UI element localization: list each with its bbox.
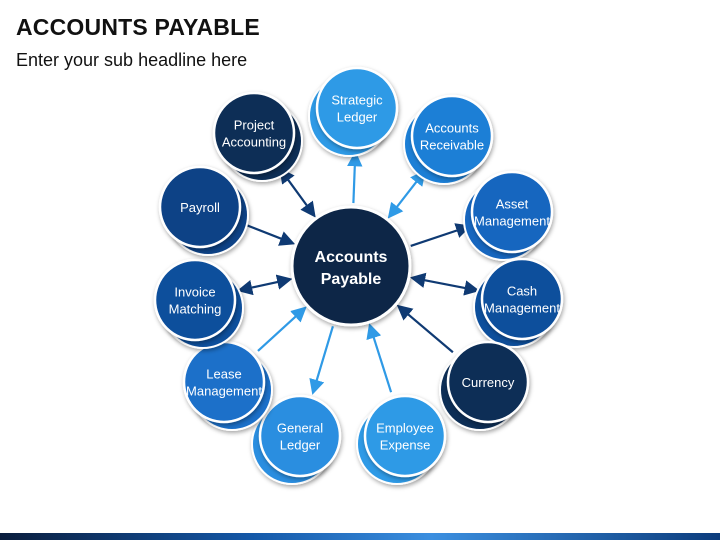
- node-general-ledger-circle: [258, 394, 342, 478]
- node-accounts-receivable-circle: [410, 94, 494, 178]
- node-invoice-matching-label-line-2: Matching: [169, 302, 222, 317]
- node-accounts-receivable-label-line-1: Accounts: [425, 121, 479, 136]
- arrow-lease-management: [257, 306, 307, 352]
- arrow-asset-management: [410, 223, 472, 248]
- node-general-ledger-label-line-2: Ledger: [280, 438, 321, 453]
- center-node: Accounts Payable: [290, 205, 412, 327]
- arrow-invoice-matching: [236, 274, 293, 296]
- node-strategic-ledger-label-line-2: Ledger: [337, 110, 378, 125]
- footer-bar: [0, 533, 720, 540]
- arrow-currency: [396, 304, 454, 354]
- node-lease-management-label-line-1: Lease: [206, 367, 241, 382]
- node-currency: Currency: [439, 340, 530, 431]
- node-cash-management-label-line-1: Cash: [507, 284, 537, 299]
- page-subtitle: Enter your sub headline here: [16, 50, 248, 70]
- node-asset-management-circle: [470, 170, 554, 254]
- node-project-accounting-label-line-2: Accounting: [222, 135, 286, 150]
- center-node-circle: [290, 205, 412, 327]
- node-employee-expense-label-line-1: Employee: [376, 421, 434, 436]
- node-asset-management-label-line-2: Management: [474, 214, 550, 229]
- nodes-layer: StrategicLedgerAccountsReceivableAssetMa…: [153, 66, 564, 485]
- arrow-employee-expense: [366, 323, 393, 393]
- node-asset-management-label-line-1: Asset: [496, 197, 529, 212]
- center-label-line-1: Accounts: [315, 249, 388, 266]
- node-employee-expense-label-line-2: Expense: [380, 438, 431, 453]
- node-project-accounting-circle: [212, 91, 296, 175]
- node-payroll: Payroll: [158, 165, 249, 256]
- arrow-accounts-receivable: [387, 169, 426, 219]
- node-general-ledger-label-line-1: General: [277, 421, 323, 436]
- node-currency-circle: [446, 340, 530, 424]
- arrows-layer: [236, 150, 480, 395]
- node-currency-label-line-1: Currency: [462, 375, 515, 390]
- node-project-accounting-label-line-1: Project: [234, 118, 275, 133]
- center-label-line-2: Payable: [321, 271, 382, 288]
- node-accounts-receivable-label-line-2: Receivable: [420, 138, 484, 153]
- node-payroll-circle: [158, 165, 242, 249]
- arrow-payroll: [242, 222, 296, 246]
- arrow-project-accounting: [279, 167, 316, 218]
- arrow-cash-management: [409, 272, 480, 296]
- node-invoice-matching-circle: [153, 258, 237, 342]
- node-cash-management-label-line-2: Management: [484, 301, 560, 316]
- page-title: ACCOUNTS PAYABLE: [16, 14, 260, 40]
- node-invoice-matching-label-line-1: Invoice: [174, 285, 215, 300]
- node-payroll-label-line-1: Payroll: [180, 200, 220, 215]
- node-employee-expense-circle: [363, 394, 447, 478]
- node-strategic-ledger-label-line-1: Strategic: [331, 93, 383, 108]
- arrow-strategic-ledger: [347, 150, 363, 204]
- node-lease-management-circle: [182, 340, 266, 424]
- arrow-general-ledger: [309, 326, 334, 395]
- node-lease-management-label-line-2: Management: [186, 384, 262, 399]
- node-strategic-ledger-circle: [315, 66, 399, 150]
- node-cash-management-circle: [480, 257, 564, 341]
